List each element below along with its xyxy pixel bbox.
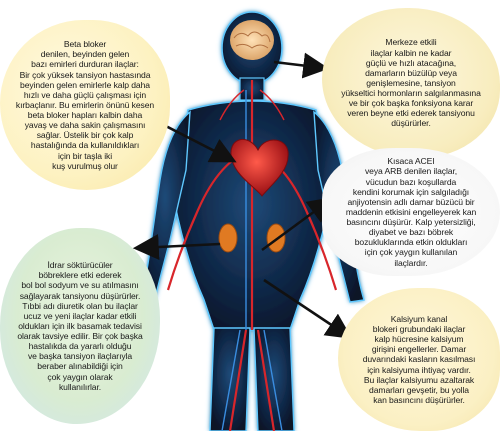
pointer-arrows	[132, 52, 353, 339]
left-kidney	[218, 223, 238, 253]
acei-arb-text: Kısaca ACEI veya ARB denilen ilaçlar, vü…	[345, 156, 477, 268]
beta-blocker-text: Beta bloker denilen, beyinden gelen bazı…	[15, 39, 155, 171]
beta-blocker-bubble: Beta bloker denilen, beyinden gelen bazı…	[0, 20, 170, 190]
arrow-acei	[261, 196, 335, 252]
veins	[221, 90, 283, 431]
calcium-channel-bubble: Kalsiyum kanal blokeri grubundaki ilaçla…	[338, 288, 500, 431]
arrow-kidney-to-diuretic	[132, 234, 221, 260]
central-acting-text: Merkeze etkili ilaçlar kalbin ne kadar g…	[341, 37, 481, 129]
arrow-beta-to-heart	[157, 120, 237, 163]
diuretic-bubble: İdrar söktürücüler böbreklere etki edere…	[0, 228, 160, 424]
acei-arb-bubble: Kısaca ACEI veya ARB denilen ilaçlar, vü…	[322, 148, 500, 276]
calcium-channel-text: Kalsiyum kanal blokeri grubundaki ilaçla…	[362, 313, 476, 405]
arrow-brain-to-central	[273, 52, 330, 79]
central-acting-bubble: Merkeze etkili ilaçlar kalbin ne kadar g…	[322, 8, 500, 158]
diuretic-text: İdrar söktürücüler böbreklere etki edere…	[17, 260, 143, 392]
brain	[230, 20, 274, 60]
right-kidney	[266, 223, 286, 253]
arrow-calcium	[263, 278, 353, 339]
